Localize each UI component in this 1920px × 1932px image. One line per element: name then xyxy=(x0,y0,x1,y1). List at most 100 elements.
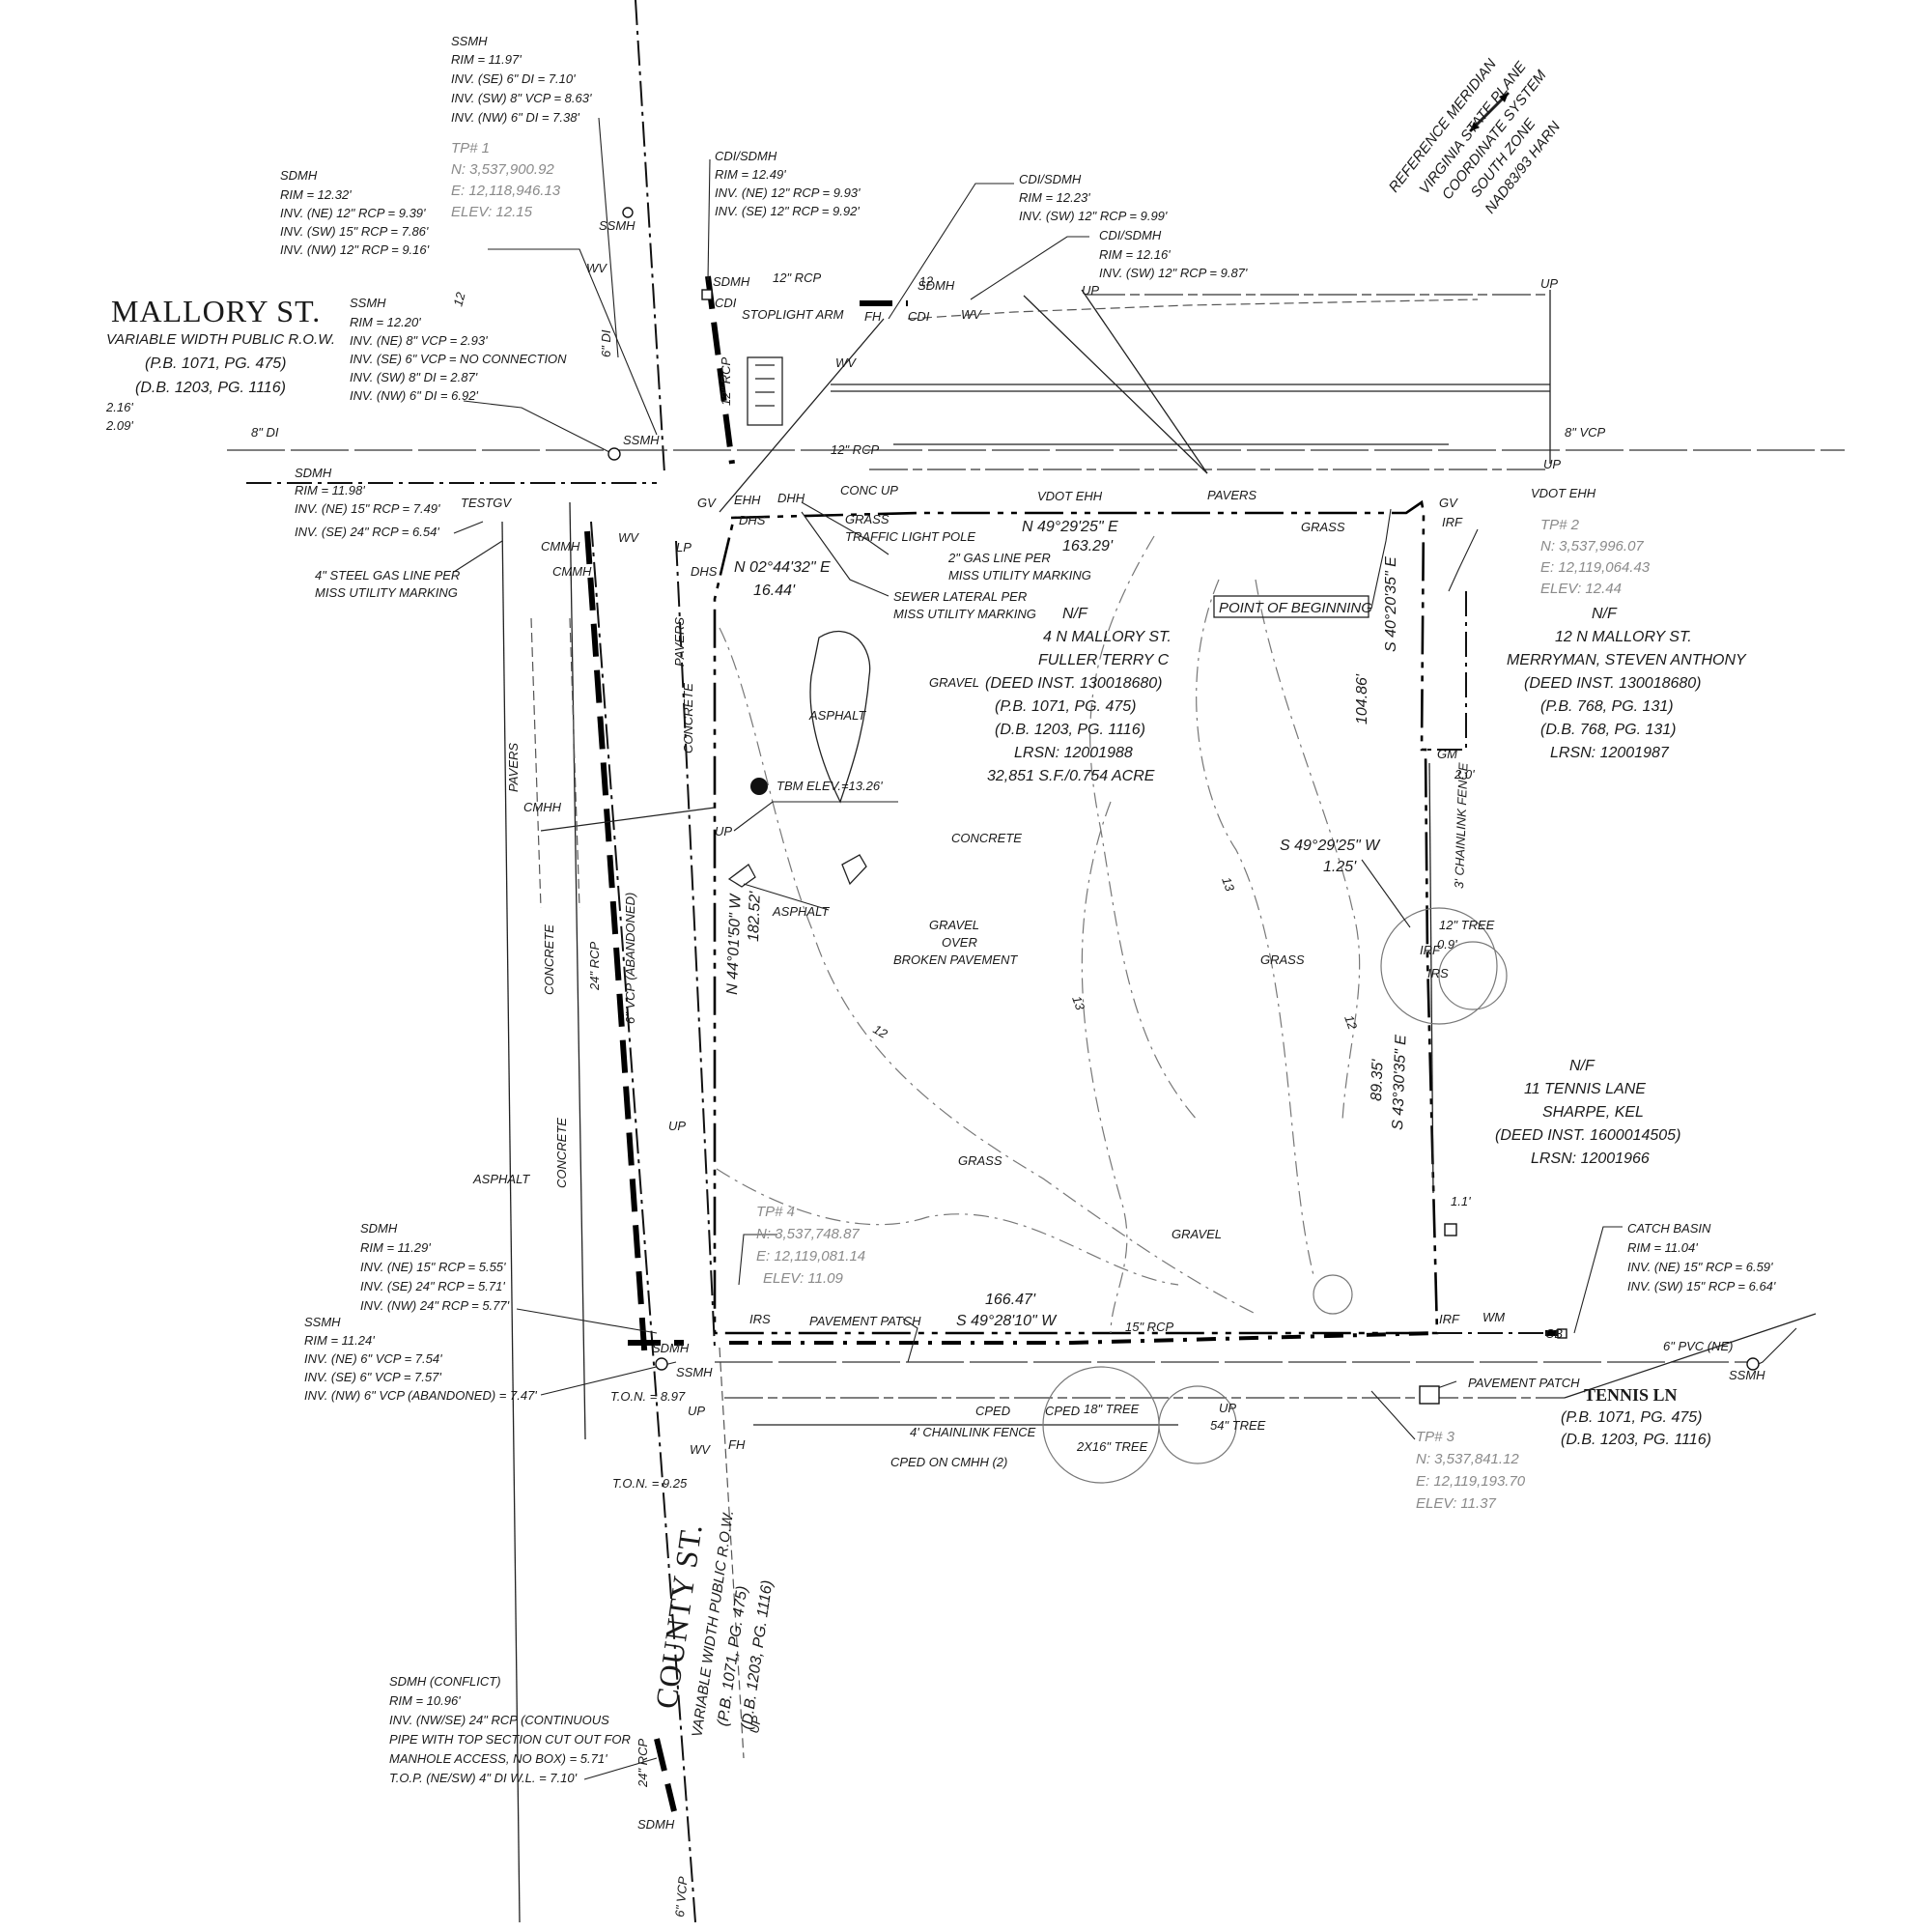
label-gravel-2: GRAVEL xyxy=(1172,1227,1222,1241)
label-ssmh-2: SSMH xyxy=(623,433,660,447)
note-gas-1: MISS UTILITY MARKING xyxy=(315,585,458,600)
label-ssmh-3: SSMH xyxy=(676,1365,713,1379)
note-sdmh-a-0: SDMH xyxy=(280,168,318,183)
chainlink-fence-east xyxy=(1428,762,1434,1194)
label-cb: CB xyxy=(1545,1326,1563,1341)
note-cdi2-1: RIM = 12.23' xyxy=(1019,190,1090,205)
note-catch-3: INV. (SW) 15" RCP = 6.64' xyxy=(1627,1279,1776,1293)
label-rcp24b: 24" RCP xyxy=(635,1739,650,1788)
tp3-n: N: 3,537,841.12 xyxy=(1416,1451,1519,1467)
street-db-tennis: (D.B. 1203, PG. 1116) xyxy=(1561,1432,1711,1448)
label-irf-2: IRF xyxy=(1420,943,1441,957)
leader-sdmh-c xyxy=(453,521,484,534)
box-symbol xyxy=(1444,1223,1457,1236)
contour-13b xyxy=(1081,801,1128,1334)
note-sewer-0: SEWER LATERAL PER xyxy=(893,589,1027,604)
distance-east-lower: 89.35' xyxy=(1369,1059,1387,1102)
note-cdi3-2: INV. (SW) 12" RCP = 9.87' xyxy=(1099,266,1248,280)
note-cdi3-1: RIM = 12.16' xyxy=(1099,247,1171,262)
label-irf-3: IRF xyxy=(1439,1312,1460,1326)
label-ssmh-1: SSMH xyxy=(599,218,635,233)
label-rcp15: 15" RCP xyxy=(1125,1320,1173,1334)
ssmh-b-symbol xyxy=(607,447,621,461)
leader-tp4 xyxy=(738,1234,777,1286)
mallory-edge-north xyxy=(907,298,1479,320)
label-tree54: 54" TREE xyxy=(1210,1418,1266,1433)
note-ssmh-top-3: INV. (SW) 8" VCP = 8.63' xyxy=(451,91,592,105)
asphalt-marker-a xyxy=(727,864,756,888)
linework xyxy=(227,0,1845,1923)
adjoiner-ne-3: (DEED INST. 130018680) xyxy=(1524,675,1702,692)
label-cdi-2: CDI xyxy=(908,309,930,324)
service-line-b xyxy=(1081,289,1208,474)
note-cdi1-3: INV. (SE) 12" RCP = 9.92' xyxy=(715,204,860,218)
subject-line-2: FULLER TERRY C xyxy=(1038,652,1170,668)
label-pavpatch-2: PAVEMENT PATCH xyxy=(1468,1376,1580,1390)
note-ssmh-e-0: SSMH xyxy=(304,1315,341,1329)
leader-asphalt xyxy=(743,883,830,911)
note-gas2-1: MISS UTILITY MARKING xyxy=(948,568,1091,582)
tbm-symbol xyxy=(750,778,768,795)
label-irs-2: IRS xyxy=(749,1312,771,1326)
gas-line-2in xyxy=(719,318,885,513)
leader-pob xyxy=(1370,508,1392,610)
label-cped-2: CPED xyxy=(1045,1404,1080,1418)
leader-conflict xyxy=(583,1757,658,1780)
tp2-n: N: 3,537,996.07 xyxy=(1540,538,1644,554)
county-edge-south xyxy=(719,1347,745,1759)
label-gm: GM xyxy=(1437,747,1457,761)
label-rcp12b: 12" RCP xyxy=(831,442,879,457)
note-ssmh-e-2: INV. (NE) 6" VCP = 7.54' xyxy=(304,1351,442,1366)
label-dhs-2: DHS xyxy=(691,564,718,579)
note-sdmh-c-0: SDMH xyxy=(295,466,332,480)
label-cmhh: CMHH xyxy=(523,800,562,814)
label-irs-1: IRS xyxy=(1427,966,1449,980)
tp1-e: E: 12,118,946.13 xyxy=(451,183,561,199)
note-gas2-0: 2" GAS LINE PER xyxy=(947,551,1051,565)
tp3-elev: ELEV: 11.37 xyxy=(1416,1495,1497,1512)
label-gravelover-1: OVER xyxy=(942,935,977,950)
note-conflict-3: PIPE WITH TOP SECTION CUT OUT FOR xyxy=(389,1732,631,1747)
label-off20: 2.0' xyxy=(1454,767,1475,781)
note-cdi1-1: RIM = 12.49' xyxy=(715,167,786,182)
leader-cdi2 xyxy=(888,183,1014,320)
note-cdi1-0: CDI/SDMH xyxy=(715,149,777,163)
note-ssmh-e-1: RIM = 11.24' xyxy=(304,1333,375,1348)
distance-north: 163.29' xyxy=(1062,538,1114,554)
street-name-mallory: MALLORY ST. xyxy=(111,294,321,328)
leader-125 xyxy=(1361,859,1411,928)
label-fh-1: FH xyxy=(864,309,882,324)
label-ton2: T.O.N. = 9.25 xyxy=(612,1476,688,1491)
sdmh-a-symbol xyxy=(701,289,713,300)
note-conflict-0: SDMH (CONFLICT) xyxy=(389,1674,501,1689)
tp2-e: E: 12,119,064.43 xyxy=(1540,559,1651,576)
label-pvc6: 6" PVC (NE) xyxy=(1663,1339,1734,1353)
label-vdotehh-1: VDOT EHH xyxy=(1037,489,1103,503)
pob-box xyxy=(1213,595,1369,618)
gravel-edge xyxy=(716,1168,1179,1286)
label-asphalt-2: ASPHALT xyxy=(808,708,866,723)
note-sdmh-c-3: INV. (SE) 24" RCP = 6.54' xyxy=(295,525,439,539)
label-pavers-1: PAVERS xyxy=(1207,488,1256,502)
tree-54in-canopy xyxy=(1158,1385,1237,1464)
county-row-east-upper xyxy=(635,0,665,474)
label-asphalt-1: ASPHALT xyxy=(472,1172,530,1186)
label-wv-5: WV xyxy=(690,1442,711,1457)
tp4-elev: ELEV: 11.09 xyxy=(763,1270,844,1287)
label-concrete-3: CONCRETE xyxy=(681,683,695,753)
label-wv-4: WV xyxy=(618,530,639,545)
label-concrete-4: CONCRETE xyxy=(951,831,1022,845)
leader-cdi3 xyxy=(970,236,1089,300)
label-up-8: UP xyxy=(1219,1401,1236,1415)
label-wv-3: WV xyxy=(835,355,857,370)
ssmh-tennis-symbol xyxy=(1746,1357,1760,1371)
meridian-arrowhead-n xyxy=(1499,93,1509,102)
adjoiner-se-1: 11 TENNIS LANE xyxy=(1524,1081,1646,1097)
label-concrete-1: CONCRETE xyxy=(542,924,556,995)
label-wm: WM xyxy=(1482,1310,1505,1324)
tree-canopy-c xyxy=(1313,1274,1353,1315)
label-tree18: 18" TREE xyxy=(1084,1402,1140,1416)
adjoiner-se-2: SHARPE, KEL xyxy=(1542,1104,1644,1121)
tp2-id: TP# 2 xyxy=(1540,517,1580,533)
label-grass-3: GRASS xyxy=(1260,952,1305,967)
